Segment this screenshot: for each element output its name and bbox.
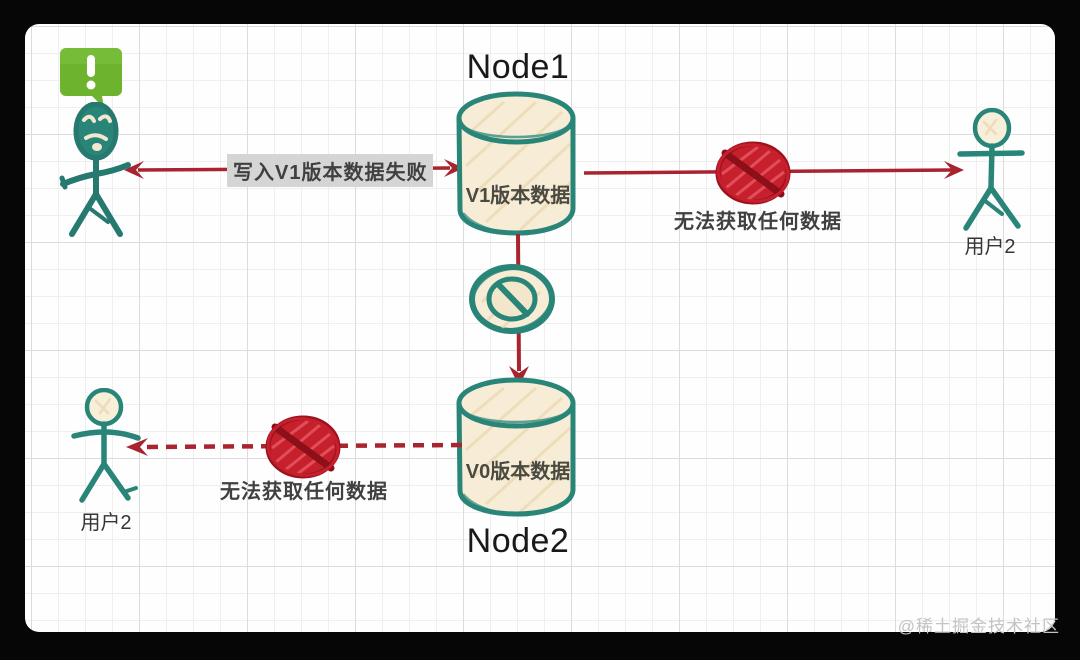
user2-right-label: 用户2 bbox=[964, 236, 1016, 258]
node2-database-cylinder bbox=[456, 377, 576, 517]
no-sync-prohibition-icon bbox=[469, 264, 555, 334]
node1-title: Node1 bbox=[466, 48, 570, 86]
warning-speech-bubble-icon bbox=[60, 48, 122, 108]
watermark-text: @稀土掘金技术社区 bbox=[897, 617, 1060, 636]
node2-data-label: V0版本数据 bbox=[465, 461, 571, 483]
node1-database-cylinder bbox=[456, 91, 576, 236]
edge-label-right-blocked: 无法获取任何数据 bbox=[674, 211, 842, 233]
node2-title: Node2 bbox=[466, 522, 570, 560]
blocked-scribble-icon-right bbox=[715, 141, 791, 205]
edge-label-left-blocked: 无法获取任何数据 bbox=[220, 481, 388, 503]
stick-figure-user1 bbox=[59, 102, 131, 237]
edge-label-write-fail: 写入V1版本数据失败 bbox=[228, 155, 433, 186]
node1-data-label: V1版本数据 bbox=[465, 185, 571, 207]
user2-left-label: 用户2 bbox=[80, 512, 132, 534]
stick-figure-user2-right bbox=[957, 108, 1025, 231]
stick-figure-user2-left bbox=[71, 388, 141, 503]
blocked-scribble-icon-left bbox=[265, 415, 341, 479]
